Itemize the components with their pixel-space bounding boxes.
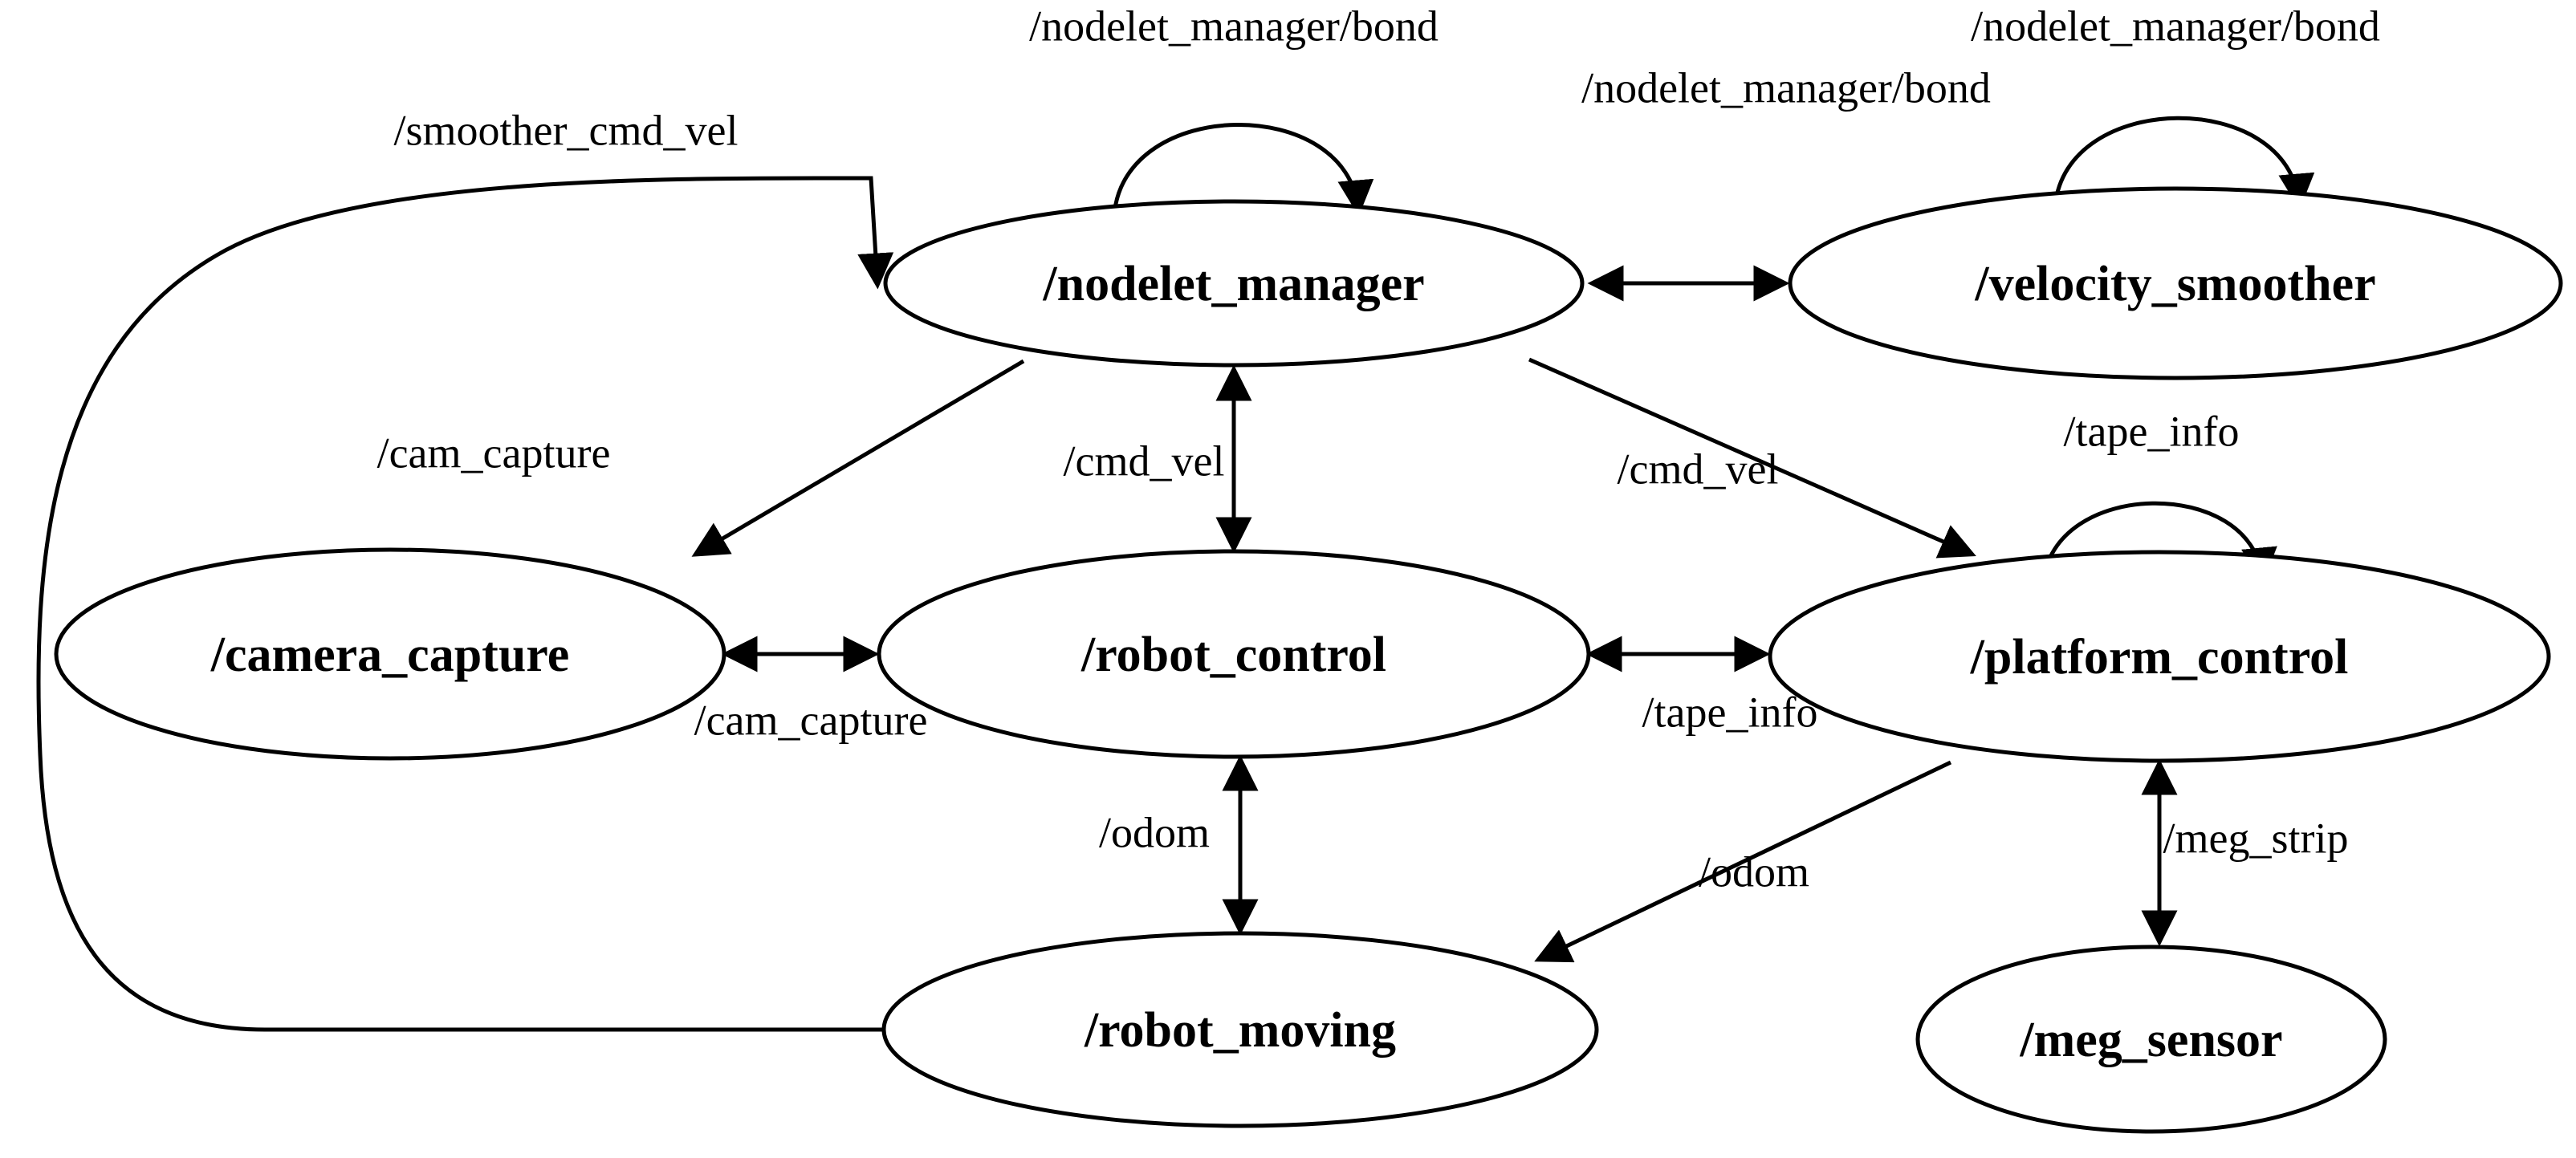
edge-platform-self-tape-info xyxy=(2041,501,2277,585)
edge-label-cam-capture-horizontal: /cam_capture xyxy=(694,696,928,744)
edge-label-nodelet-manager-self-bond: /nodelet_manager/bond xyxy=(1029,2,1439,50)
edge-label-odom-vertical: /odom xyxy=(1099,808,1210,856)
edge-velocity-smoother-self-bond xyxy=(2053,116,2315,210)
edge-label-cmd-vel-vertical: /cmd_vel xyxy=(1064,437,1225,485)
node-ellipse-robot-control[interactable] xyxy=(877,549,1591,759)
node-robot-moving[interactable]: /robot_moving xyxy=(881,931,1599,1128)
edge-smoother-cmd-vel xyxy=(36,176,894,1032)
node-ellipse-meg-sensor[interactable] xyxy=(1915,945,2387,1134)
node-label-robot-moving: /robot_moving xyxy=(1084,1003,1396,1058)
node-ellipse-nodelet-manager[interactable] xyxy=(883,199,1585,368)
edge-nodelet-manager-self-bond xyxy=(1112,123,1374,217)
node-platform-control[interactable]: /platform_control xyxy=(1768,550,2551,763)
node-velocity-smoother[interactable]: /velocity_smoother xyxy=(1788,186,2563,380)
edge-cam-capture-down xyxy=(691,359,1025,557)
node-nodelet-manager[interactable]: /nodelet_manager xyxy=(883,199,1585,368)
edge-odom-diagonal xyxy=(1534,760,1952,963)
edge-cmd-vel-diagonal xyxy=(1528,357,1976,559)
node-ellipse-velocity-smoother[interactable] xyxy=(1788,186,2563,380)
edge-label-nodelet-velocity-bond: /nodelet_manager/bond xyxy=(1581,63,1991,112)
node-label-velocity-smoother: /velocity_smoother xyxy=(1974,257,2375,311)
edge-label-cam-capture-down: /cam_capture xyxy=(377,429,611,477)
node-label-nodelet-manager: /nodelet_manager xyxy=(1042,257,1424,311)
node-ellipse-camera-capture[interactable] xyxy=(54,547,726,761)
edge-label-platform-self-tape-info: /tape_info xyxy=(2064,407,2240,455)
node-camera-capture[interactable]: /camera_capture xyxy=(54,547,726,761)
node-ellipse-robot-moving[interactable] xyxy=(881,931,1599,1128)
node-label-meg-sensor: /meg_sensor xyxy=(2019,1013,2282,1067)
edge-label-smoother-cmd-vel: /smoother_cmd_vel xyxy=(394,106,739,154)
node-label-robot-control: /robot_control xyxy=(1080,628,1386,682)
edge-label-odom-diagonal: /odom xyxy=(1699,847,1809,896)
edge-label-tape-info-horizontal: /tape_info xyxy=(1642,688,1818,736)
node-meg-sensor[interactable]: /meg_sensor xyxy=(1915,945,2387,1134)
node-label-camera-capture: /camera_capture xyxy=(210,628,569,682)
edge-label-meg-strip-vertical: /meg_strip xyxy=(2163,814,2349,862)
edge-label-velocity-smoother-self-bond: /nodelet_manager/bond xyxy=(1971,2,2380,50)
node-ellipse-platform-control[interactable] xyxy=(1768,550,2551,763)
node-label-platform-control: /platform_control xyxy=(1970,630,2349,685)
node-robot-control[interactable]: /robot_control xyxy=(877,549,1591,759)
edge-label-cmd-vel-diagonal: /cmd_vel xyxy=(1618,445,1779,493)
